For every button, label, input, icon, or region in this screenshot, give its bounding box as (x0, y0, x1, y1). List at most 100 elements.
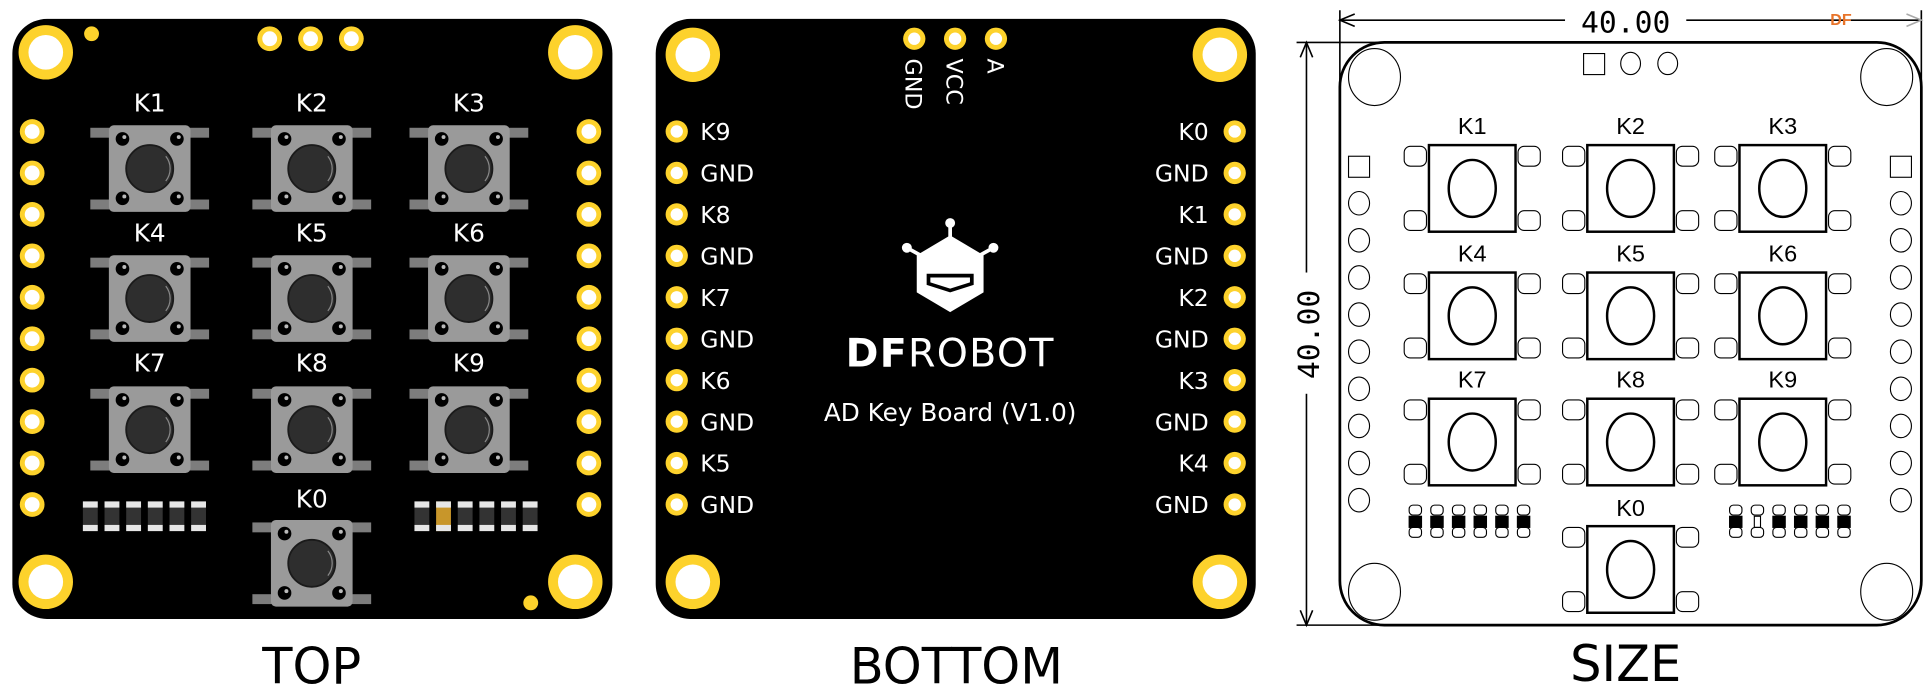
left-edge-pin (665, 493, 688, 516)
footprint-pad (1675, 526, 1700, 548)
footprint-pad (1675, 337, 1700, 359)
smd-terminal (82, 501, 98, 508)
header-pin-label: VCC (940, 59, 966, 105)
footprint-pad (1403, 399, 1428, 421)
pad-hole (581, 289, 597, 305)
left-edge-pin (665, 369, 688, 392)
pin-label: GND (1155, 325, 1209, 353)
right-edge-pin (576, 450, 602, 476)
switch-screw-highlight (284, 324, 289, 329)
smd-resistor (479, 501, 495, 532)
key-label: K6 (453, 219, 485, 248)
footprint-pad (1714, 273, 1738, 295)
footprint-pad (1517, 337, 1541, 359)
round-pad-outline (1347, 450, 1371, 476)
smd-body (1473, 515, 1488, 528)
switch-leg (90, 257, 113, 268)
switch-screw-highlight (495, 455, 500, 460)
tactile-switch (409, 125, 529, 212)
smd-pad (1516, 504, 1531, 516)
switch-leg (90, 460, 113, 471)
smd-footprint (1793, 504, 1808, 538)
switch-leg (252, 199, 275, 210)
footprint-pad (1562, 399, 1586, 421)
smd-terminal (82, 524, 98, 532)
footprint-body (1427, 143, 1517, 233)
smd-pad (1837, 504, 1851, 516)
pad-hole (581, 455, 597, 471)
pad-hole (670, 373, 683, 387)
switch-leg (90, 388, 113, 399)
footprint-pad (1562, 337, 1586, 359)
left-edge-pin (665, 203, 688, 226)
pin-label: K9 (700, 118, 730, 146)
round-pad-outline (1657, 51, 1679, 76)
key-label: K7 (134, 349, 166, 378)
switch-leg (409, 257, 432, 268)
smd-resistor (104, 501, 120, 532)
left-edge-pin (19, 284, 45, 310)
smd-pad (1793, 504, 1808, 516)
switch-leg (506, 460, 529, 471)
switch-cap (125, 405, 175, 455)
footprint-pad (1517, 273, 1541, 295)
switch-screw (115, 321, 130, 336)
switch-screw-highlight (495, 194, 500, 199)
switch-screw-highlight (176, 455, 181, 460)
smd-capacitor (436, 501, 451, 532)
board-name: AD Key Board (V1.0) (824, 398, 1077, 427)
switch-leg (186, 460, 210, 471)
right-edge-pin (1223, 203, 1246, 226)
switch-screw-highlight (284, 135, 289, 140)
smd-terminal (479, 501, 495, 508)
logo-antenna-tip (988, 242, 999, 253)
switch-screw-highlight (284, 264, 289, 269)
switch-screw (277, 586, 292, 600)
square-pad-outline (1347, 155, 1371, 178)
pad-hole (1228, 373, 1241, 387)
footprint-pad (1403, 273, 1428, 295)
smd-terminal (414, 524, 430, 532)
switch-screw-highlight (338, 194, 343, 199)
pad-hole (24, 455, 40, 471)
footprint-pad (1714, 337, 1738, 359)
smd-body (479, 501, 495, 532)
switch-screw-highlight (284, 455, 289, 460)
header-pin (298, 26, 323, 52)
key-label: K2 (1616, 113, 1645, 139)
arrow-up-icon (1299, 40, 1314, 58)
smd-footprint (1473, 504, 1488, 538)
arrow-down-icon (1299, 609, 1314, 628)
smd-body (1495, 515, 1509, 528)
switch-screw (489, 321, 503, 336)
right-edge-pin (576, 409, 602, 434)
left-edge-pin (19, 160, 45, 186)
switch-cap (287, 405, 337, 455)
pin-label: GND (700, 160, 754, 188)
dim-label-bg (1565, 5, 1687, 35)
switch-screw (434, 132, 449, 146)
dim-label-bg (1291, 272, 1322, 394)
arrow-left-icon (1337, 13, 1356, 28)
dfrobot-logo-icon (901, 218, 999, 313)
left-edge-pin (665, 120, 688, 143)
smd-terminal (169, 524, 185, 532)
switch-screw-highlight (122, 324, 127, 329)
footprint-pad (1714, 463, 1738, 485)
switch-leg (409, 199, 432, 210)
switch-screw (489, 393, 503, 407)
pin-label: GND (700, 491, 754, 519)
pin-label: K7 (700, 284, 730, 312)
pad-hole (581, 331, 597, 347)
smd-body (82, 501, 98, 532)
height-dimension-label: 40.00 (1292, 290, 1327, 379)
smd-pad (1750, 504, 1765, 516)
pad-hole (581, 372, 597, 388)
mounting-hole (18, 25, 73, 80)
left-edge-pin (19, 243, 45, 269)
switch-screw (332, 132, 346, 146)
right-edge-pin (576, 492, 602, 517)
switch-screw (489, 262, 503, 276)
